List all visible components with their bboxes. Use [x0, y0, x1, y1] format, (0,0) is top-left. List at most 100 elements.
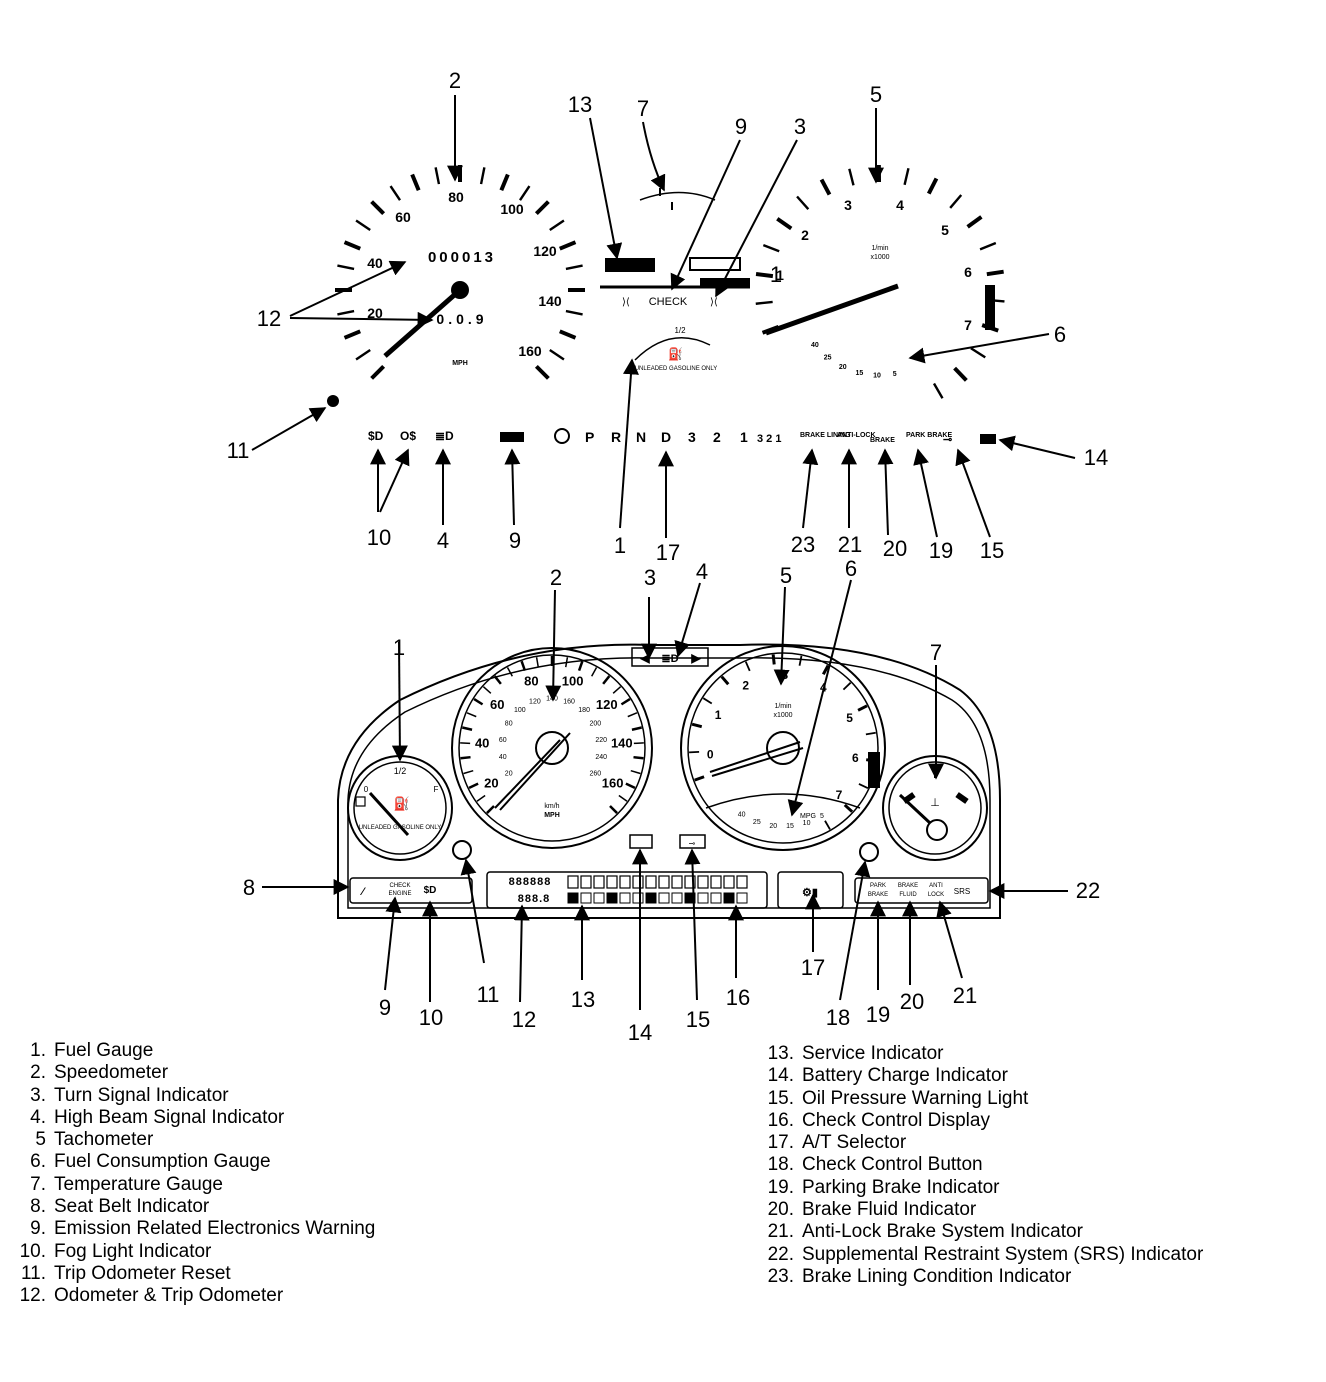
speedo-tick: [463, 769, 474, 775]
top-right-turn-mark: ⟩⟨: [710, 297, 718, 308]
top-speedo-tick: [355, 349, 371, 361]
tach-needle: [709, 741, 801, 773]
bottom-cluster: 1/2 0 F ⛽ UNLEADED GASOLINE ONLY 2040608…: [243, 556, 1100, 1040]
temp-hot-mark: [955, 792, 969, 804]
legend-item: 7.Temperature Gauge: [12, 1174, 375, 1196]
tach-unit-2: x1000: [773, 712, 792, 719]
top-tach-6: 6: [964, 264, 972, 280]
callout-top-4: 4: [437, 528, 449, 553]
tach-hub: [766, 731, 800, 765]
top-tach-5: 5: [941, 222, 949, 238]
speedo-kmh-label: 60: [499, 737, 507, 744]
legend-item-number: 19.: [767, 1176, 794, 1198]
check-control-cell: [632, 875, 644, 889]
temp-hub: [926, 819, 948, 841]
odometer-check-control-panel: [486, 871, 768, 909]
speedo-tick: [625, 782, 636, 790]
tach-label: 2: [742, 678, 749, 692]
top-speedo-100: 100: [500, 201, 524, 217]
legend-item: 17.A/T Selector: [760, 1132, 1203, 1154]
check-control-cell: [645, 875, 657, 889]
speedo-kmh-label: 100: [514, 707, 526, 714]
tach-tick: [857, 704, 868, 712]
legend-item: 13.Service Indicator: [760, 1043, 1203, 1065]
tach-tick: [744, 661, 751, 672]
top-speedo-80: 80: [448, 189, 464, 205]
speedo-tick: [482, 686, 492, 694]
legend-item: 2.Speedometer: [12, 1062, 375, 1084]
top-brake-lamp: BRAKE: [870, 437, 895, 444]
top-tach-tick: [755, 271, 774, 279]
top-tach-tick: [848, 168, 855, 186]
top-speedo-tick: [559, 329, 577, 340]
speedo-tick: [633, 755, 644, 760]
callout-top-9: 9: [735, 114, 747, 139]
top-odometer-digits: 000013: [428, 249, 496, 266]
top-speedo-tick: [410, 173, 421, 191]
check-control-cell: [619, 875, 631, 889]
callout-top-23: 23: [791, 532, 815, 557]
top-tach-tick: [970, 347, 986, 359]
top-speedo-tick: [434, 167, 441, 185]
mpg-label: MPG: [800, 813, 816, 820]
legend-item-number: 20.: [767, 1199, 794, 1221]
callout-top-10: 10: [367, 525, 391, 550]
check-control-cell: [710, 875, 722, 889]
speedometer-hub: [535, 731, 569, 765]
mpg-arc: [705, 793, 861, 809]
legend-item-number: 12.: [19, 1285, 46, 1307]
trip-reset-button[interactable]: [452, 840, 472, 860]
callout-bottom-5: 5: [780, 563, 792, 588]
top-tach-3: 3: [844, 197, 852, 213]
legend-item: 8.Seat Belt Indicator: [12, 1196, 375, 1218]
tach-label: 5: [846, 711, 853, 725]
speedo-tick: [612, 686, 622, 694]
speedo-kmh-label: 220: [595, 737, 607, 744]
top-gear-3: 3: [688, 429, 696, 445]
legend-item-label: Seat Belt Indicator: [54, 1196, 210, 1218]
tach-tick: [865, 731, 876, 736]
top-tach-tick: [949, 194, 963, 209]
legend-item-label: Temperature Gauge: [54, 1173, 223, 1195]
check-control-cell: [723, 875, 735, 889]
legend-item-number: 21.: [767, 1221, 794, 1243]
top-speedo-tick: [534, 200, 550, 216]
fuel-needle: [368, 791, 410, 837]
legend-item-label: Supplemental Restraint System (SRS) Indi…: [802, 1243, 1204, 1265]
tach-label: 1: [715, 708, 722, 722]
speedo-tick: [460, 755, 471, 760]
callout-bottom-4: 4: [696, 559, 708, 584]
legend-item-number: 22.: [767, 1243, 794, 1265]
top-selector-p-icon: [554, 428, 570, 444]
top-gear-d: D: [661, 429, 671, 445]
check-control-button[interactable]: [859, 842, 879, 862]
speedo-mph-label: 120: [596, 697, 618, 712]
speedo-kmh-label: 20: [505, 770, 513, 777]
brake-fluid-line1: BRAKE: [898, 883, 918, 889]
speedo-tick: [618, 794, 628, 802]
speedo-tick: [520, 660, 527, 672]
top-speedo-tick: [343, 329, 361, 340]
legend-item: 10.Fog Light Indicator: [12, 1241, 375, 1263]
speedo-tick: [468, 782, 479, 790]
park-brake-line1: PARK: [870, 883, 886, 889]
top-speedo-tick: [519, 185, 531, 201]
legend-item: 6.Fuel Consumption Gauge: [12, 1151, 375, 1173]
callout-bottom-11: 11: [477, 982, 500, 1007]
top-mpg-label: 5: [893, 371, 897, 378]
callout-bottom-20: 20: [900, 989, 924, 1014]
top-mpg-label: 15: [856, 370, 864, 377]
top-gear-p: P: [585, 429, 594, 445]
tach-label: 0: [707, 748, 714, 762]
legend-item-number: 23.: [767, 1265, 794, 1287]
top-speedo-tick: [549, 349, 565, 361]
top-tach-tick: [986, 269, 1004, 277]
callout-top-20: 20: [883, 536, 907, 561]
callout-top-5: 5: [870, 82, 882, 107]
top-fuel-sub: UNLEADED GASOLINE ONLY: [635, 366, 718, 372]
brake-srs-panel: [854, 877, 989, 904]
top-tach-tick: [762, 243, 780, 253]
